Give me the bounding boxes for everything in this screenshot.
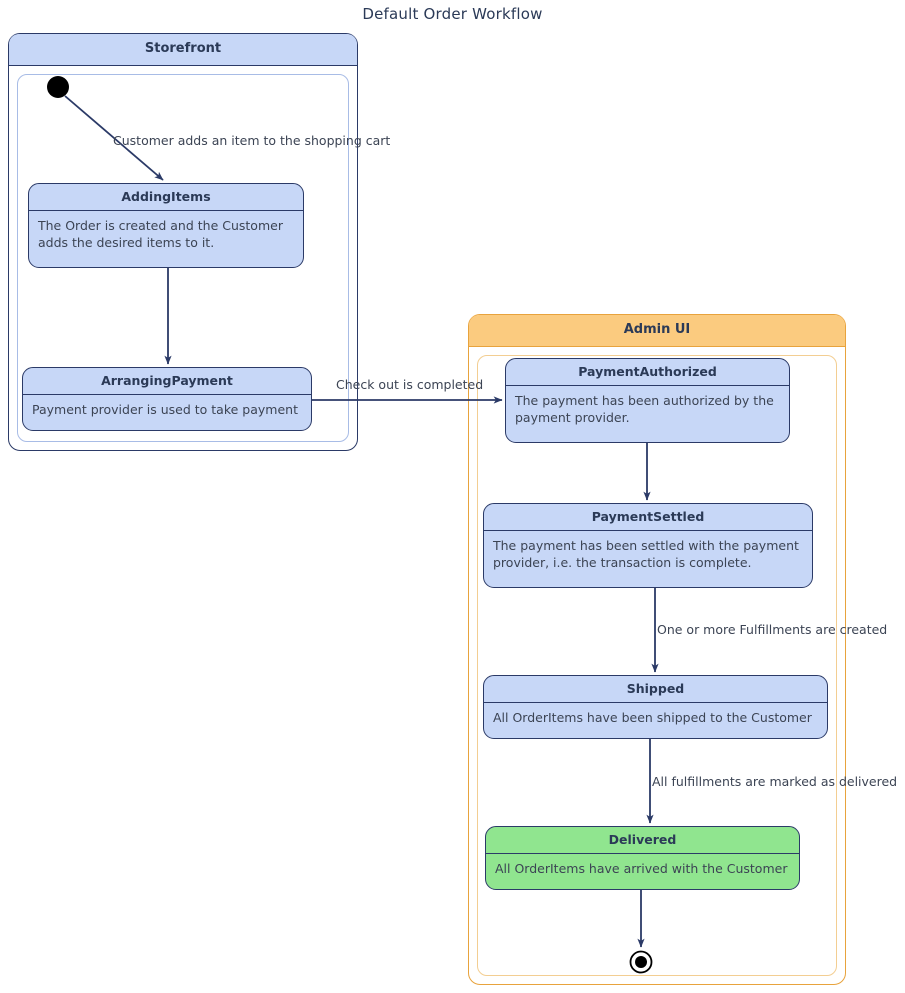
state-adding-items-description: The Order is created and the Customer ad… bbox=[38, 218, 283, 250]
package-storefront-title: Storefront bbox=[9, 34, 357, 66]
state-payment-authorized[interactable]: PaymentAuthorized The payment has been a… bbox=[505, 358, 790, 443]
state-payment-settled[interactable]: PaymentSettled The payment has been sett… bbox=[483, 503, 813, 588]
state-arranging-payment[interactable]: ArrangingPayment Payment provider is use… bbox=[22, 367, 312, 431]
state-delivered[interactable]: Delivered All OrderItems have arrived wi… bbox=[485, 826, 800, 890]
state-shipped[interactable]: Shipped All OrderItems have been shipped… bbox=[483, 675, 828, 739]
initial-state-marker bbox=[47, 76, 69, 98]
state-arranging-payment-description: Payment provider is used to take payment bbox=[32, 402, 298, 417]
state-delivered-description: All OrderItems have arrived with the Cus… bbox=[495, 861, 788, 876]
transition-start-to-adding-items bbox=[64, 95, 164, 181]
state-payment-authorized-description: The payment has been authorized by the p… bbox=[515, 393, 774, 425]
state-payment-settled-description: The payment has been settled with the pa… bbox=[493, 538, 799, 570]
transition-label-fulfillments-delivered: All fulfillments are marked as delivered bbox=[652, 774, 898, 789]
package-admin-ui-title: Admin UI bbox=[469, 315, 845, 347]
state-arranging-payment-name: ArrangingPayment bbox=[23, 368, 311, 395]
state-adding-items-name: AddingItems bbox=[29, 184, 303, 211]
final-state-marker bbox=[629, 950, 653, 974]
transition-label-customer-adds-item: Customer adds an item to the shopping ca… bbox=[113, 133, 391, 148]
state-shipped-description: All OrderItems have been shipped to the … bbox=[493, 710, 812, 725]
state-adding-items[interactable]: AddingItems The Order is created and the… bbox=[28, 183, 304, 268]
transition-label-fulfillments-created: One or more Fulfillments are created bbox=[657, 622, 888, 637]
state-shipped-name: Shipped bbox=[484, 676, 827, 703]
state-delivered-name: Delivered bbox=[486, 827, 799, 854]
transition-label-check-out-completed: Check out is completed bbox=[336, 377, 484, 392]
diagram-title: Default Order Workflow bbox=[362, 5, 543, 23]
state-payment-settled-name: PaymentSettled bbox=[484, 504, 812, 531]
state-payment-authorized-name: PaymentAuthorized bbox=[506, 359, 789, 386]
